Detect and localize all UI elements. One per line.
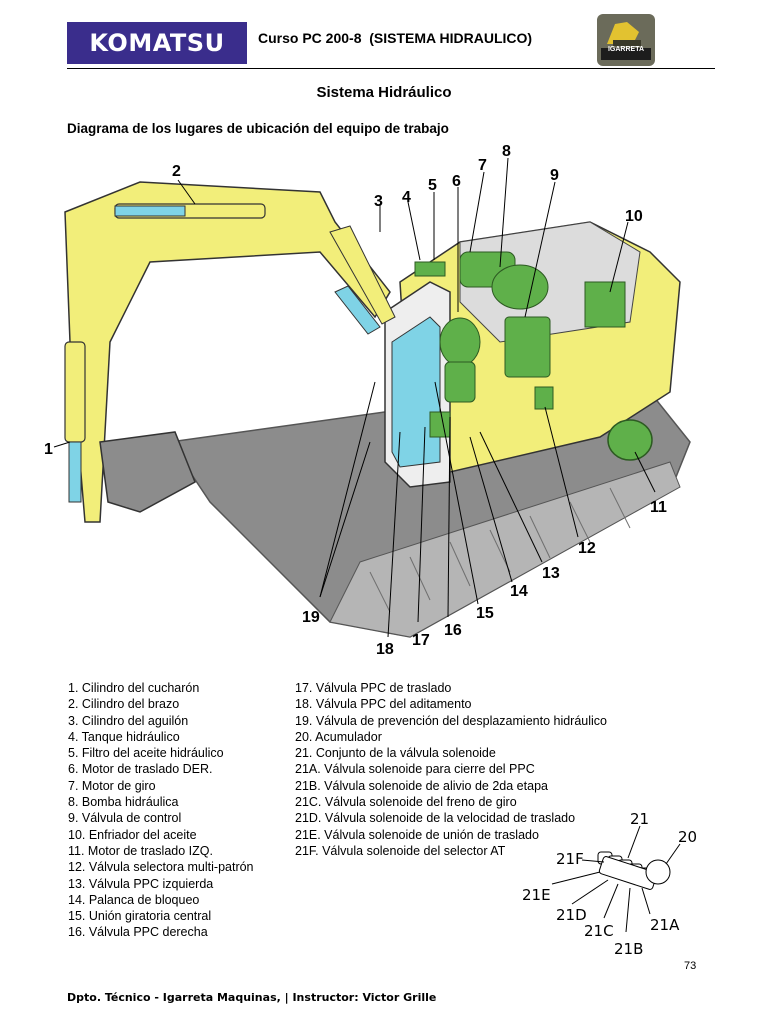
legend-item: 16. Válvula PPC derecha <box>68 925 208 940</box>
legend-item: 1. Cilindro del cucharón <box>68 681 200 695</box>
label-15: 15 <box>476 605 494 622</box>
legend-item: 11. Motor de traslado IZQ. <box>68 843 213 858</box>
detail-label-21f: 21F <box>556 850 584 868</box>
detail-label-20: 20 <box>678 828 697 846</box>
label-11: 11 <box>650 499 667 516</box>
label-5: 5 <box>428 177 437 194</box>
label-17: 17 <box>412 632 430 649</box>
legend-item: 8. Bomba hidráulica <box>68 795 179 810</box>
legend-item: 21A. Válvula solenoide para cierre del P… <box>295 762 535 777</box>
legend-item: 15. Unión giratoria central <box>68 909 212 924</box>
solenoid-valve-detail: 21 20 21F 21E 21D 21C 21B 21A <box>522 810 697 958</box>
diagram-title: Diagrama de los lugares de ubicación del… <box>67 121 449 136</box>
legend-item: 17. Válvula PPC de traslado <box>295 681 452 695</box>
legend-item: 5. Filtro del aceite hidráulico <box>68 746 224 761</box>
detail-label-21a: 21A <box>650 916 680 934</box>
komatsu-logo: KOMATSU <box>67 22 247 64</box>
legend-item: 14. Palanca de bloqueo <box>68 892 200 907</box>
legend-item: 21F. Válvula solenoide del selector AT <box>295 843 506 858</box>
legend-item: 20. Acumulador <box>295 729 382 744</box>
label-1: 1 <box>44 441 53 458</box>
label-19: 19 <box>302 609 320 626</box>
legend-item: 21B. Válvula solenoide de alivio de 2da … <box>295 778 548 793</box>
label-16: 16 <box>444 622 462 639</box>
detail-label-21e: 21E <box>522 886 551 904</box>
label-10: 10 <box>625 208 643 225</box>
label-6: 6 <box>452 173 461 190</box>
detail-label-21c: 21C <box>584 922 614 940</box>
legend-right: 17. Válvula PPC de traslado 18. Válvula … <box>295 680 607 859</box>
legend-item: 19. Válvula de prevención del desplazami… <box>295 713 608 728</box>
legend-item: 3. Cilindro del aguilón <box>68 713 189 728</box>
label-12: 12 <box>578 540 596 557</box>
legend-item: 13. Válvula PPC izquierda <box>68 876 214 891</box>
legend-item: 6. Motor de traslado DER. <box>68 762 213 777</box>
legend-item: 2. Cilindro del brazo <box>68 697 180 712</box>
label-7: 7 <box>478 157 487 174</box>
detail-label-21d: 21D <box>556 906 587 924</box>
course-title: Curso PC 200-8 (SISTEMA HIDRAULICO) <box>258 30 533 46</box>
header-divider <box>67 68 715 69</box>
footer-text: Dpto. Técnico - Igarreta Maquinas, | Ins… <box>67 991 437 1004</box>
badge-text: IGARRETA <box>607 46 645 53</box>
label-9: 9 <box>550 167 559 184</box>
igarreta-badge-icon <box>597 14 655 66</box>
label-2: 2 <box>172 163 181 180</box>
legend-item: 12. Válvula selectora multi-patrón <box>68 860 254 875</box>
legend-item: 4. Tanque hidráulico <box>68 729 180 744</box>
label-8: 8 <box>502 143 511 160</box>
label-14: 14 <box>510 583 528 600</box>
detail-label-21: 21 <box>630 810 649 828</box>
detail-label-21b: 21B <box>614 940 643 958</box>
legend-item: 18. Válvula PPC del aditamento <box>295 697 472 712</box>
legend-left: 1. Cilindro del cucharón 2. Cilindro del… <box>68 680 254 941</box>
legend-item: 21C. Válvula solenoide del freno de giro <box>295 795 517 810</box>
legend-item: 7. Motor de giro <box>68 778 156 793</box>
label-18: 18 <box>376 641 394 658</box>
legend-item: 9. Válvula de control <box>68 811 182 826</box>
page-number: 73 <box>684 960 697 972</box>
page-title: Sistema Hidráulico <box>316 84 452 101</box>
logo-text: KOMATSU <box>89 29 225 57</box>
excavator-diagram: 1 2 3 4 5 6 7 8 9 10 11 12 13 14 15 16 1… <box>44 143 691 658</box>
legend-item: 10. Enfriador del aceite <box>68 827 197 842</box>
label-4: 4 <box>402 189 411 206</box>
legend-item: 21D. Válvula solenoide de la velocidad d… <box>295 811 576 826</box>
label-13: 13 <box>542 565 560 582</box>
label-3: 3 <box>374 193 383 210</box>
legend-item: 21. Conjunto de la válvula solenoide <box>295 746 496 761</box>
legend-item: 21E. Válvula solenoide de unión de trasl… <box>295 827 539 842</box>
